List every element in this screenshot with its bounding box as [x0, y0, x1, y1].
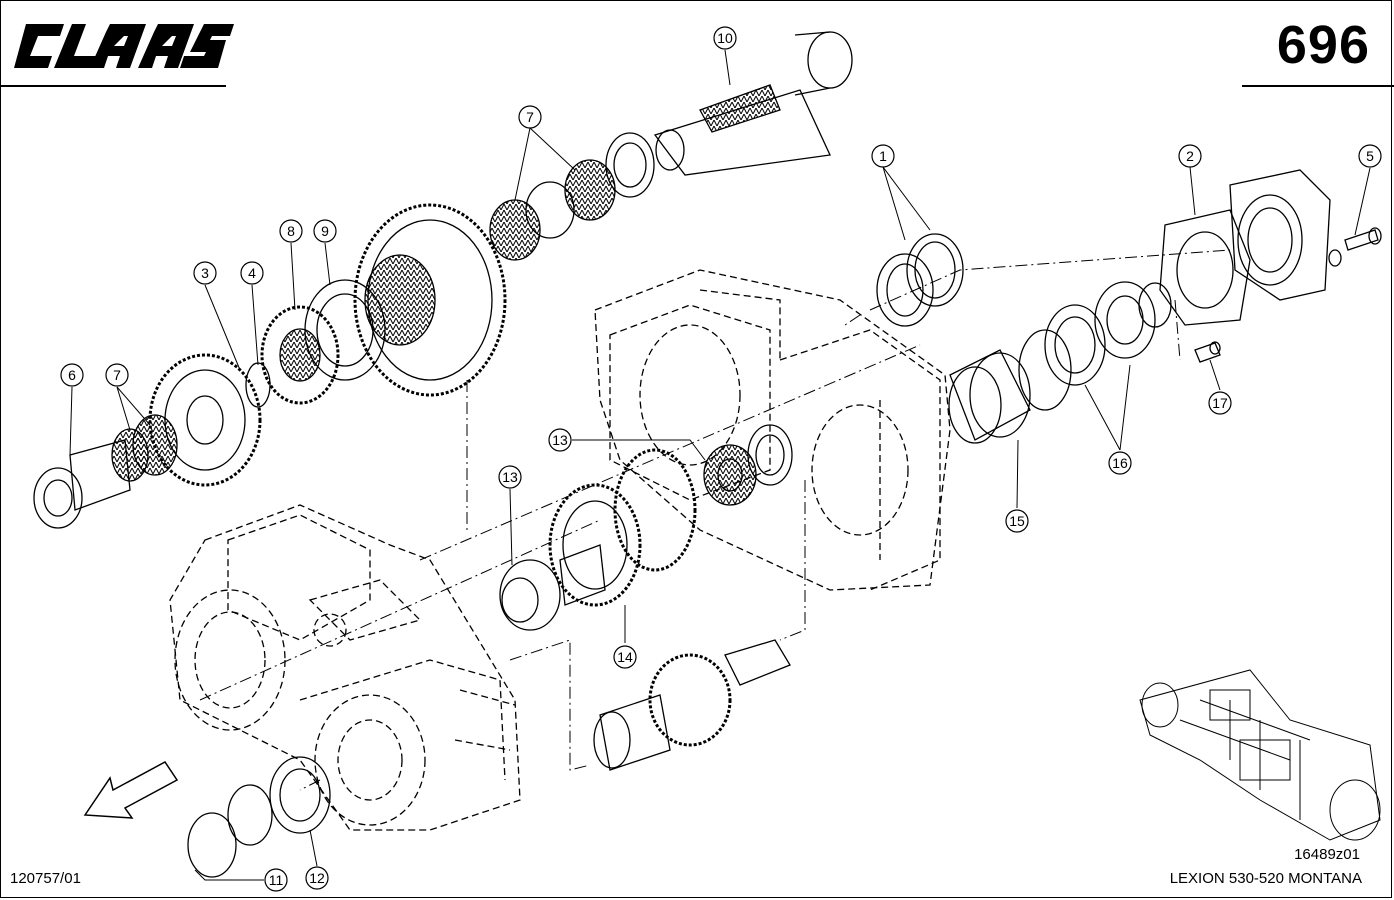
callout-label: 8: [287, 223, 295, 239]
arrow-icon: [83, 761, 179, 819]
gear-large-9: [304, 203, 507, 397]
claas-logo: [14, 24, 234, 68]
callout-label: 14: [617, 649, 633, 665]
callout-6: [60, 363, 84, 387]
callout-10: [713, 26, 737, 50]
sleeve-8: [260, 305, 340, 405]
callout-label: 6: [68, 367, 76, 383]
callout-circles: [60, 26, 1382, 892]
callout-label: 1: [879, 148, 887, 164]
callout-label: 16: [1112, 455, 1128, 471]
bearing-7-left: [111, 414, 178, 482]
page-number: 696: [1276, 15, 1370, 75]
gear-14: [548, 448, 697, 607]
callout-label: 4: [248, 265, 256, 281]
callout-label: 12: [309, 870, 325, 886]
header-rule-right: [1242, 85, 1394, 87]
callout-label: 5: [1366, 148, 1374, 164]
snap-rings-11: [187, 784, 273, 878]
callout-12: [305, 866, 329, 890]
callout-label: 11: [269, 872, 284, 888]
callout-7b: [518, 105, 542, 129]
callout-label: 7: [526, 109, 534, 125]
callout-label: 2: [1186, 148, 1194, 164]
callout-label: 13: [502, 469, 518, 485]
drawing-reference: 120757/01: [10, 870, 81, 887]
bearing-16: [1018, 281, 1172, 411]
figure-reference: 16489z01: [1294, 846, 1360, 863]
callout-17: [1208, 391, 1232, 415]
gearbox-housing-front: [169, 504, 521, 831]
callout-3: [193, 261, 217, 285]
callout-11: [264, 868, 288, 892]
header-rule-left: [0, 85, 226, 87]
bearing-12: [269, 756, 331, 834]
machine-overview-icon: [1139, 669, 1381, 841]
callout-1: [871, 144, 895, 168]
callout-9: [313, 219, 337, 243]
bearing-13-lower: [499, 559, 561, 631]
callout-label: 9: [321, 223, 329, 239]
callout-13a: [548, 428, 572, 452]
callout-15: [1005, 509, 1029, 533]
bevel-pinion-shaft: [593, 639, 791, 771]
ring-set-1: [876, 233, 964, 327]
gearbox-housing-rear: [594, 269, 951, 591]
callout-label: 7: [113, 367, 121, 383]
bushing-6: [33, 439, 131, 529]
leader-lines: [69, 49, 1371, 881]
callout-16: [1108, 451, 1132, 475]
callout-14: [613, 645, 637, 669]
callout-label: 17: [1212, 395, 1228, 411]
bearing-7-top: [489, 132, 655, 261]
bolt-17: [1194, 341, 1221, 363]
sleeve-15: [948, 349, 1031, 444]
callout-13b: [498, 465, 522, 489]
bolt-5: [1328, 227, 1382, 267]
callout-5: [1358, 144, 1382, 168]
callout-4: [240, 261, 264, 285]
shaft-10: [653, 31, 853, 176]
callout-label: 13: [552, 432, 568, 448]
callout-2: [1178, 144, 1202, 168]
callout-label: 10: [717, 30, 733, 46]
callout-label: 15: [1009, 513, 1025, 529]
callout-numbers: 1 2 3 4 5 6 7 7 8 9 10 11 12 13 13 14 15…: [68, 30, 1374, 888]
flange-2: [1159, 169, 1331, 326]
callout-8: [279, 219, 303, 243]
callout-7a: [105, 363, 129, 387]
assembly-lines: [199, 249, 1231, 791]
model-name: LEXION 530-520 MONTANA: [1169, 870, 1362, 887]
bearing-13-mid: [703, 424, 793, 506]
callout-label: 3: [201, 265, 209, 281]
